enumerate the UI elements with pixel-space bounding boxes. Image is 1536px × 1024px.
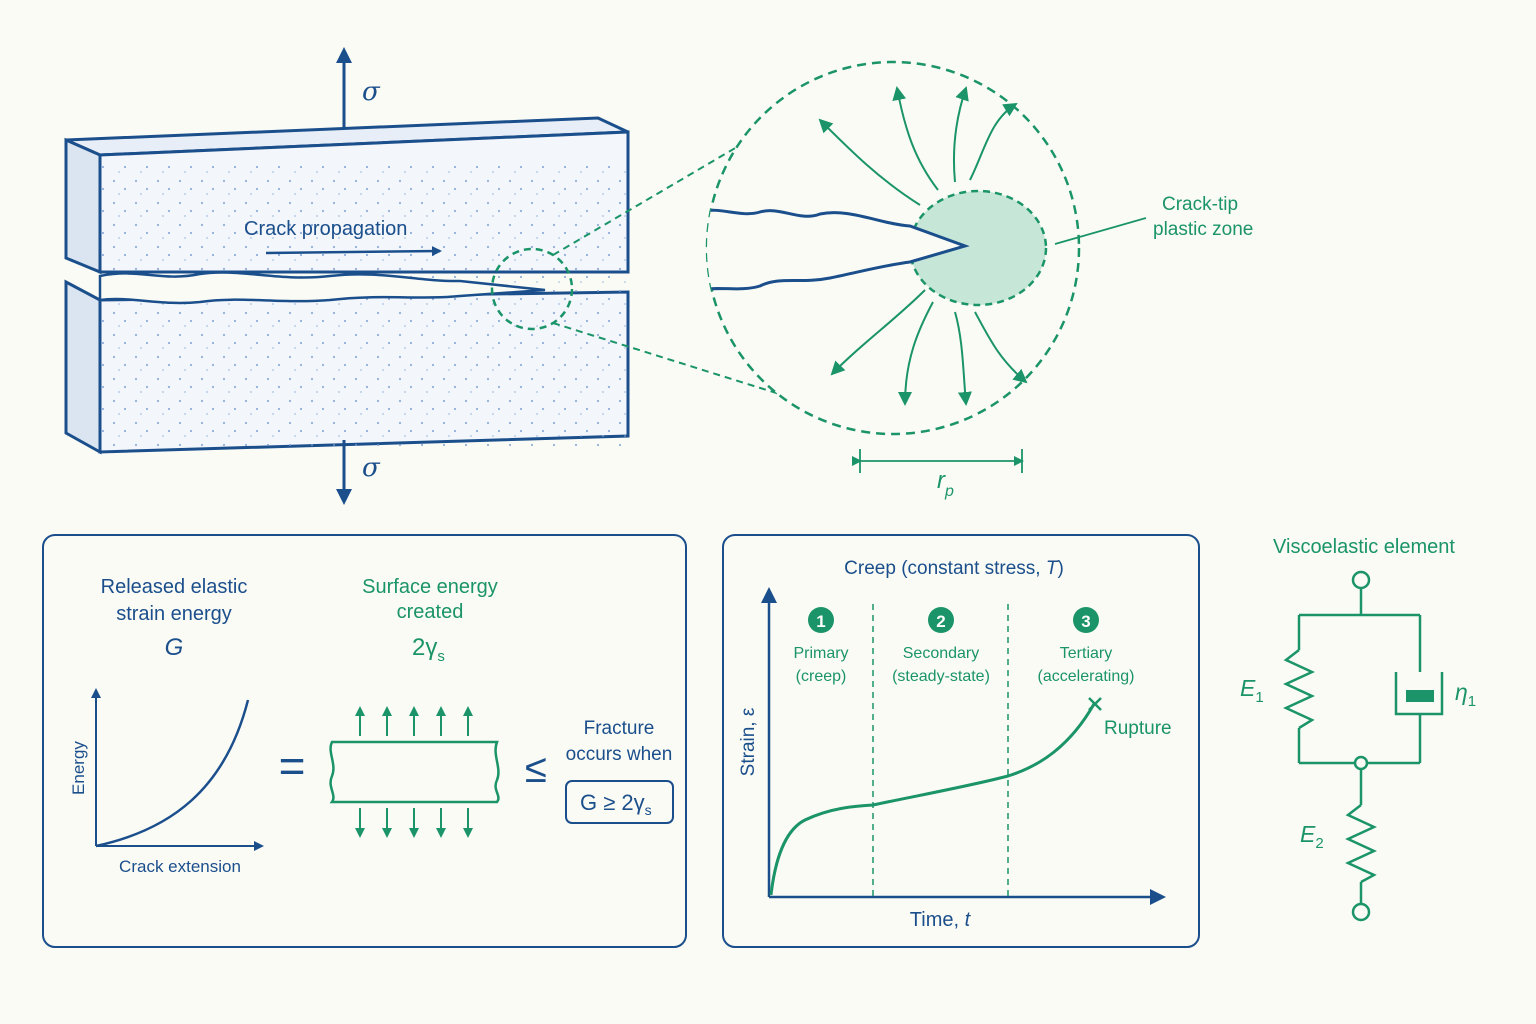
spring-e2-label: E2 [1300,821,1324,852]
upper-block-side-face [64,137,102,275]
stage-1-line1: Primary [793,645,848,662]
surface-energy-line2: created [397,601,464,623]
zoom-crack [707,208,970,292]
crack-tip-zoom: Crack-tip plastic zone rp [705,60,1253,500]
zoom-line-bottom [552,322,841,414]
crack-propagation-arrow [265,246,442,257]
stage-3-line1: Tertiary [1060,645,1112,662]
stress-field-arrow [892,86,939,191]
released-energy-line2: strain energy [116,603,232,625]
surface-arrows-down [355,808,473,838]
creep-xlabel: Time, t [910,909,972,931]
spring-e1 [1283,649,1315,730]
stress-field-arrow [830,289,926,376]
energy-curve [95,699,250,848]
energy-graph-xlabel: Crack extension [119,857,241,876]
specimen-block: σ σ Crack propagation [64,47,630,505]
crack-propagation-label: Crack propagation [244,218,407,240]
radius-label: rp [937,467,954,500]
plastic-zone-label-line1: Crack-tip [1162,194,1238,215]
plastic-zone-leader [1054,217,1147,245]
released-energy-line1: Released elastic [101,576,248,598]
fracture-line2: occurs when [566,744,673,765]
criterion-text: G ≥ 2γs [580,790,652,818]
rupture-label: Rupture [1104,718,1172,739]
criterion-box [565,780,674,824]
creep-panel: Creep (constant stress, T) Strain, ε Tim… [722,534,1200,948]
stress-field-arrow [974,311,1028,384]
spring-e2 [1345,804,1377,884]
stage-2-line2: (steady-state) [892,668,990,685]
dashpot-label: η1 [1455,679,1476,710]
surface-energy-line1: Surface energy [362,576,498,598]
spring-e1-label: E1 [1240,675,1264,706]
plastic-zone-label-line2: plastic zone [1153,219,1253,240]
stage-1-line2: (creep) [796,668,847,685]
energy-graph-ylabel: Energy [69,741,88,795]
visco-title: Viscoelastic element [1273,536,1455,558]
surface-arrows-up [355,706,473,736]
dashpot-piston [1406,690,1434,702]
surface-element [329,740,500,804]
stress-field-arrows [818,86,1028,406]
stage-primary: 1 Primary (creep) [793,607,849,685]
stage-2-number: 2 [936,612,945,631]
stress-field-arrow [969,102,1018,181]
leq-sign: ≤ [525,747,547,791]
crack-opening [98,271,546,305]
stress-field-arrow [952,86,969,183]
stress-field-arrow [818,118,921,206]
stage-secondary: 2 Secondary (steady-state) [892,607,990,685]
stage-3-number: 3 [1081,612,1090,631]
crack-tip-highlight-circle [490,247,574,331]
mid-node [1353,755,1369,771]
energy-balance-panel: Released elastic strain energy G Surface… [42,534,687,948]
stress-field-arrow [898,301,934,406]
viscoelastic-element: Viscoelastic element E1 η1 E2 [1240,536,1476,922]
fracture-line1: Fracture [584,718,655,739]
creep-title: Creep (constant stress, T) [844,558,1064,579]
stage-3-line2: (accelerating) [1038,668,1135,685]
lower-block-side-face [64,279,102,455]
stage-tertiary: 3 Tertiary (accelerating) [1038,607,1135,685]
rupture-marker [1088,697,1102,711]
stress-field-arrow [954,311,972,406]
surface-energy-symbol: 2γs [412,634,445,665]
bottom-stress-label: σ [362,453,381,483]
top-terminal [1351,570,1371,590]
stage-2-line1: Secondary [903,645,980,662]
released-energy-symbol: G [165,634,184,661]
top-stress-label: σ [362,77,381,107]
creep-ylabel: Strain, ε [738,707,759,776]
energy-panel-border [42,534,687,948]
creep-curve [769,703,1096,896]
equals-sign: = [279,740,306,792]
bottom-terminal [1351,902,1371,922]
stage-1-number: 1 [816,612,825,631]
creep-panel-border [722,534,1200,948]
